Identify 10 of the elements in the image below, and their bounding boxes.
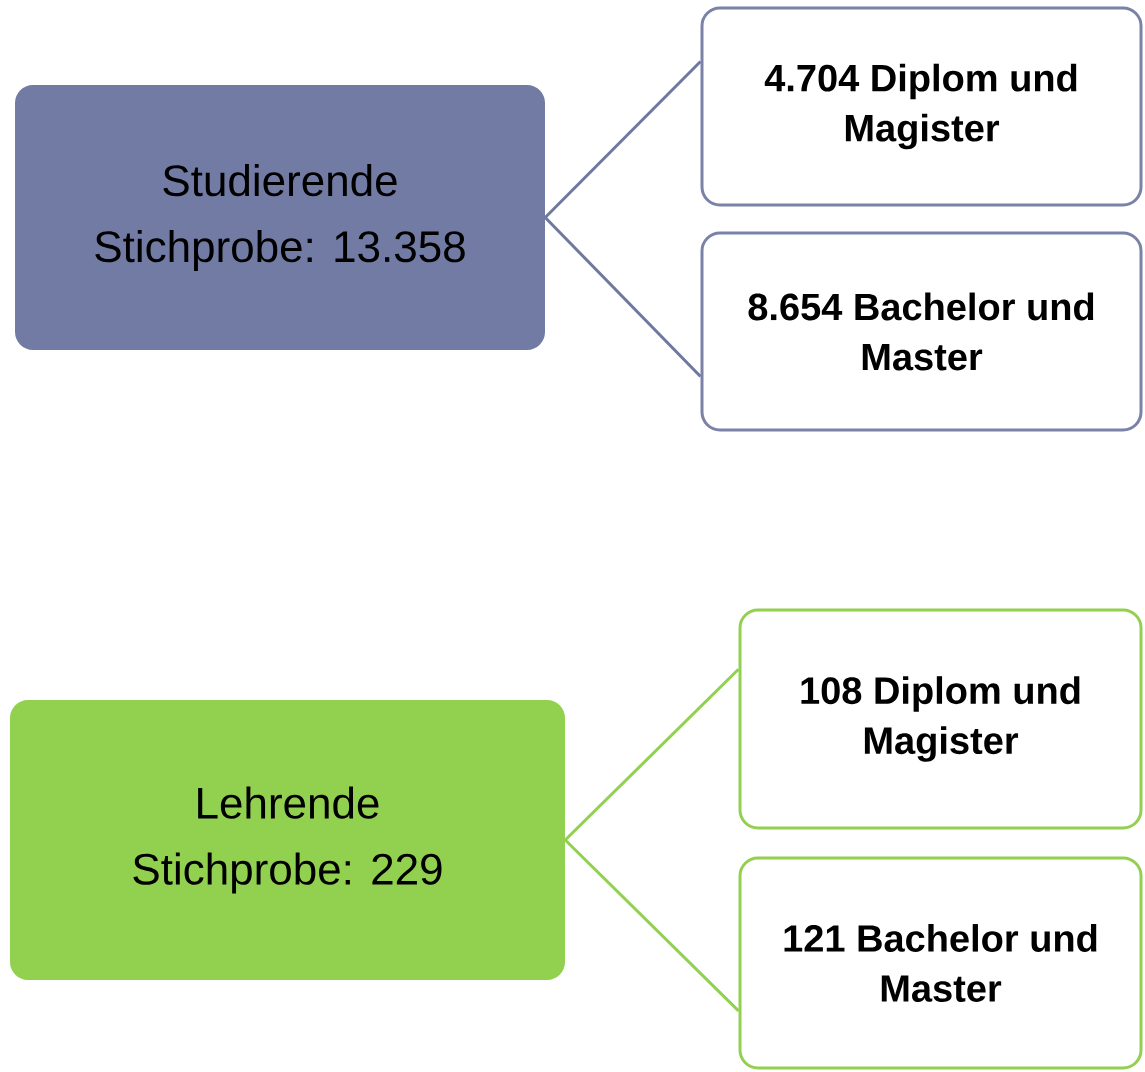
group-box: Lehrende Stichprobe: 229 [10,700,565,980]
connector-line [544,216,702,378]
connector-line [564,668,740,842]
connector-line [544,60,702,219]
connector-line [564,838,740,1012]
category-box: 121 Bachelor und Master [738,856,1143,1070]
group-box: Studierende Stichprobe: 13.358 [15,85,545,350]
category-box: 108 Diplom und Magister [738,608,1143,830]
category-box: 4.704 Diplom und Magister [700,6,1143,207]
category-box: 8.654 Bachelor und Master [700,231,1143,432]
